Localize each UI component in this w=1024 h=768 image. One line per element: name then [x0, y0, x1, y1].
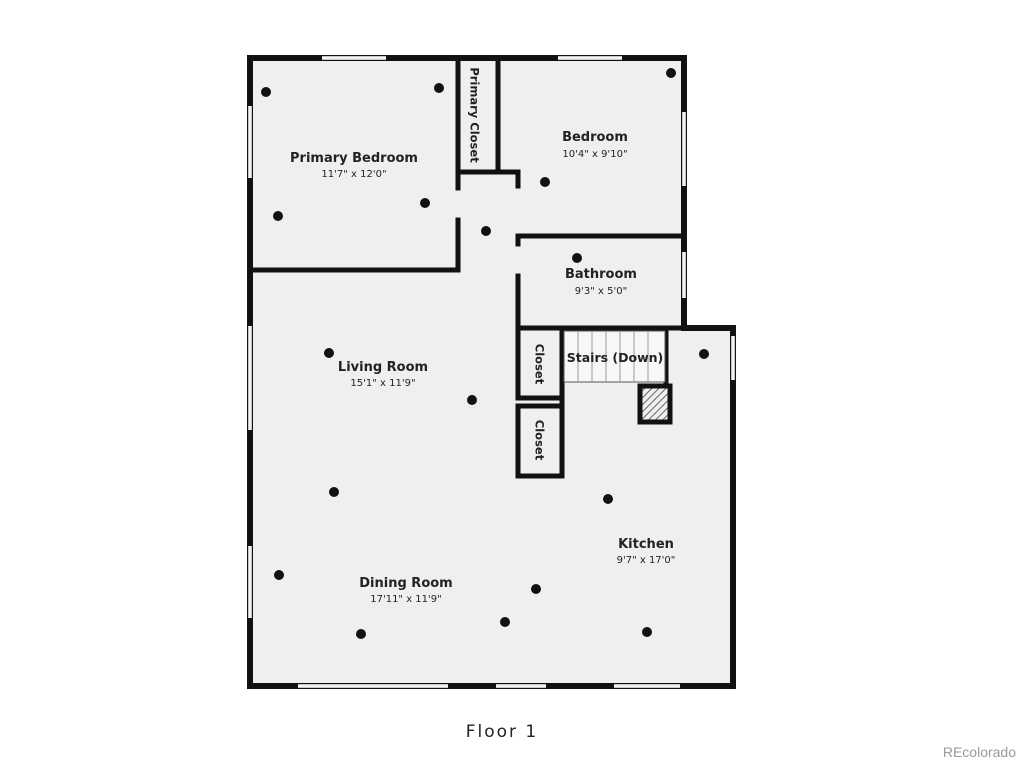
- markers: [261, 68, 709, 639]
- closet-upper-name: Closet: [533, 344, 547, 385]
- marker: [603, 494, 613, 504]
- watermark: REcolorado: [942, 744, 1016, 760]
- dining-room-dims: 17'11" x 11'9": [370, 594, 442, 605]
- floor-area: [250, 58, 733, 686]
- marker: [356, 629, 366, 639]
- bathroom-dims: 9'3" x 5'0": [575, 286, 627, 297]
- primary-bedroom-dims: 11'7" x 12'0": [321, 169, 386, 180]
- marker: [666, 68, 676, 78]
- interior-walls: [249, 55, 687, 479]
- marker: [467, 395, 477, 405]
- dining-room-name: Dining Room: [359, 576, 452, 591]
- kitchen-dims: 9'7" x 17'0": [617, 555, 676, 566]
- hatched-block: [637, 383, 673, 425]
- marker: [500, 617, 510, 627]
- primary-closet-name: Primary Closet: [468, 67, 482, 163]
- marker: [420, 198, 430, 208]
- marker: [572, 253, 582, 263]
- window-panes: [249, 57, 734, 687]
- marker: [481, 226, 491, 236]
- marker: [699, 349, 709, 359]
- kitchen-name: Kitchen: [618, 537, 674, 552]
- marker: [642, 627, 652, 637]
- living-room-name: Living Room: [338, 360, 428, 375]
- marker: [274, 570, 284, 580]
- marker: [434, 83, 444, 93]
- living-room-dims: 15'1" x 11'9": [350, 378, 415, 389]
- outer-walls: [247, 55, 736, 689]
- bathroom-name: Bathroom: [565, 267, 637, 282]
- marker: [273, 211, 283, 221]
- marker: [261, 87, 271, 97]
- primary-bedroom-name: Primary Bedroom: [290, 151, 418, 166]
- marker: [329, 487, 339, 497]
- stairs: [563, 330, 666, 383]
- marker: [531, 584, 541, 594]
- floor-label: Floor 1: [465, 722, 539, 742]
- marker: [540, 177, 550, 187]
- bedroom-name: Bedroom: [562, 130, 628, 145]
- closet-lower-name: Closet: [533, 420, 547, 461]
- marker: [324, 348, 334, 358]
- stairs-name: Stairs (Down): [567, 350, 664, 365]
- bedroom-dims: 10'4" x 9'10": [562, 149, 627, 160]
